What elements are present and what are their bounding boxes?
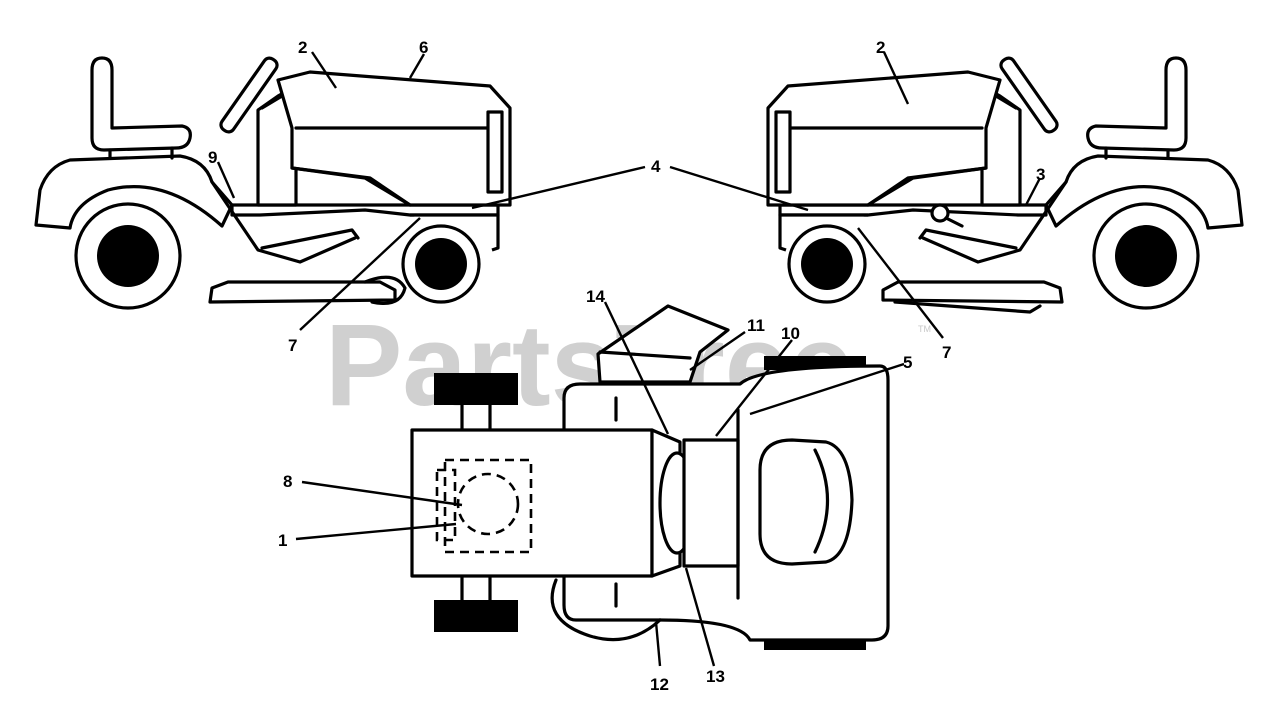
right-mower-deck [881, 280, 1064, 304]
leader-left-9 [216, 161, 236, 199]
callout-numbers: 2 6 9 7 4 2 3 7 14 11 10 5 8 1 12 13 [208, 38, 1045, 694]
leader-14 [603, 301, 670, 435]
callout-10: 10 [781, 324, 800, 343]
right-steering-wheel [999, 56, 1059, 134]
top-rear-wheel-lower [434, 600, 518, 632]
right-lift-knob [930, 203, 950, 223]
left-steering-wheel [219, 56, 279, 134]
callout-13: 13 [706, 667, 725, 686]
leader-1 [295, 522, 457, 541]
leader-10 [715, 339, 793, 437]
left-seat-post [108, 146, 174, 160]
callout-11: 11 [747, 316, 765, 335]
leader-5 [749, 362, 905, 416]
top-seat-edge [598, 350, 692, 360]
right-front-wheel-tire [801, 238, 853, 290]
callout-right-2: 2 [876, 38, 885, 57]
right-frame [778, 203, 1048, 217]
callout-left-2: 2 [298, 38, 307, 57]
leader-12 [654, 621, 662, 667]
left-brake-pedal [260, 228, 360, 250]
right-brake-pedal [918, 228, 1018, 250]
left-rear-fender [34, 154, 234, 230]
top-view [410, 304, 890, 650]
callout-8: 8 [283, 472, 292, 491]
left-hood [276, 70, 512, 207]
left-steering-shaft [260, 94, 284, 110]
leader-right-3 [1024, 177, 1042, 206]
callout-right-3: 3 [1036, 165, 1045, 184]
callout-left-6: 6 [419, 38, 428, 57]
top-seat-back [596, 304, 730, 384]
leader-13 [684, 567, 716, 667]
right-seat [1086, 56, 1188, 152]
left-side-view [34, 56, 512, 310]
callout-left-9: 9 [208, 148, 217, 167]
leader-right-2 [882, 51, 910, 105]
leader-11 [689, 331, 746, 371]
left-hood-side [290, 166, 412, 207]
left-discharge-chute [363, 275, 407, 305]
top-axle-stubs [460, 403, 492, 602]
right-rear-wheel-tire [1115, 225, 1177, 287]
leader-4-left [471, 165, 646, 210]
watermark-trademark: TM [918, 324, 931, 334]
leader-left-7 [299, 217, 421, 331]
callout-4: 4 [651, 157, 661, 176]
right-grille [774, 110, 792, 194]
top-console [682, 438, 740, 568]
left-running-board [210, 180, 357, 264]
top-hood-vent [758, 438, 854, 566]
left-grille [486, 110, 504, 194]
right-running-board [921, 180, 1068, 264]
right-hood [766, 70, 1002, 207]
right-hood-side [866, 166, 988, 207]
leader-lines [216, 51, 1042, 667]
callout-5: 5 [903, 353, 912, 372]
right-deck-edge [893, 300, 1042, 314]
left-frame [230, 203, 500, 217]
leader-right-7 [857, 227, 944, 339]
right-rear-fender [1044, 154, 1244, 230]
top-rear-wheel-upper [434, 373, 518, 405]
callout-right-7: 7 [942, 343, 951, 362]
callout-left-7: 7 [288, 336, 297, 355]
left-mower-deck [208, 280, 397, 304]
callout-14: 14 [586, 287, 605, 306]
leader-8 [301, 480, 463, 507]
callout-12: 12 [650, 675, 669, 694]
left-rear-wheel-tire [97, 225, 159, 287]
leader-4-right [669, 165, 809, 212]
right-seat-post [1104, 146, 1170, 160]
top-hood-vent-inner [813, 448, 829, 554]
right-steering-shaft [994, 94, 1018, 110]
callout-1: 1 [278, 531, 287, 550]
top-side-guard [550, 578, 662, 642]
right-side-view [766, 56, 1244, 314]
left-seat [90, 56, 192, 152]
left-front-wheel-tire [415, 238, 467, 290]
leader-left-2 [311, 51, 337, 89]
right-lift-lever [944, 216, 964, 228]
leader-left-6 [408, 53, 426, 79]
